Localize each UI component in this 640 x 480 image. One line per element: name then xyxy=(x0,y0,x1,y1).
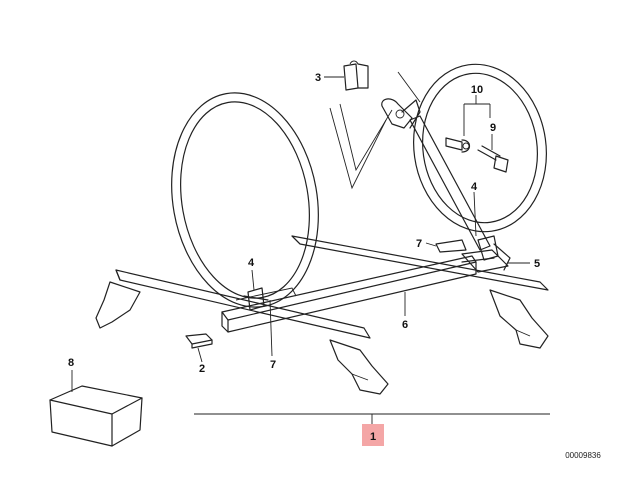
callout-1: 1 xyxy=(370,431,376,443)
bicycle-frame-outline xyxy=(329,71,421,190)
part-3-clips xyxy=(343,60,369,91)
right-wheel xyxy=(413,63,547,233)
callout-2: 2 xyxy=(199,363,205,375)
roof-bar-front xyxy=(95,269,389,395)
callout-8: 8 xyxy=(68,357,74,369)
wheel-rail xyxy=(221,255,477,333)
part-10-lock-cylinder xyxy=(445,137,471,153)
callout-4-left: 4 xyxy=(248,257,255,269)
part-9-key xyxy=(477,145,509,173)
left-wheel-holder xyxy=(235,287,297,311)
left-wheel xyxy=(171,92,319,308)
part-8-box xyxy=(49,385,143,447)
main-assembly-highlight xyxy=(362,424,384,446)
right-holder-strap xyxy=(435,239,467,253)
callout-3: 3 xyxy=(315,72,321,84)
roof-bar-rear xyxy=(291,235,549,349)
frame-holder-arm xyxy=(381,98,511,273)
callout-4-right: 4 xyxy=(471,181,478,193)
callout-7-left: 7 xyxy=(270,359,276,371)
callout-9: 9 xyxy=(490,122,496,134)
callout-7-right: 7 xyxy=(416,238,422,250)
part-2-pad xyxy=(185,333,213,349)
reference-code: 00009836 xyxy=(565,451,601,460)
leader-lines xyxy=(71,76,550,424)
callout-6: 6 xyxy=(402,319,408,331)
callout-10: 10 xyxy=(471,84,483,96)
callout-5: 5 xyxy=(534,258,540,270)
